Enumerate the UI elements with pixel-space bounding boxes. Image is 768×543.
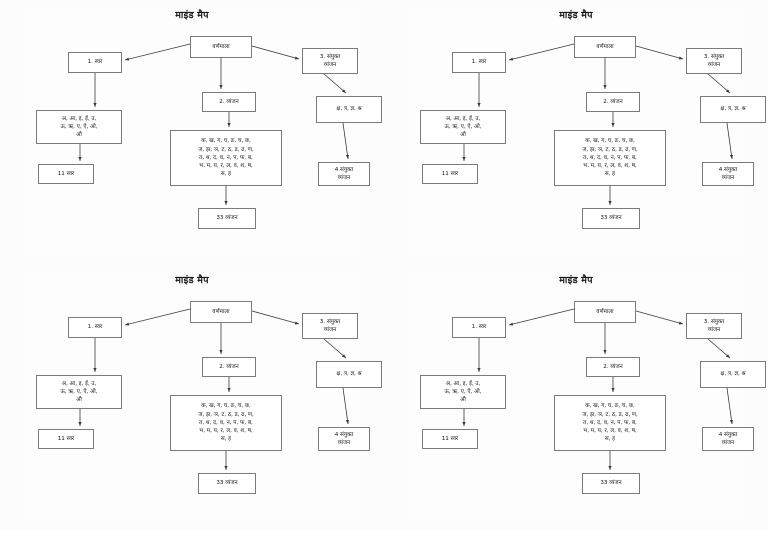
node-branch-2-label[interactable]: 2. व्यंजन — [202, 92, 256, 112]
panel-title: माइंड मैप — [175, 10, 209, 21]
node-branch-1-label[interactable]: 1. स्वर — [452, 317, 506, 338]
mind-map-diagram: वर्णमाला 1. स्वर अ, आ, इ, ई, उ, ऊ, ऋ, ए,… — [0, 0, 384, 265]
mind-map-panel: माइंड मैप — [0, 0, 384, 265]
node-branch-3-label[interactable]: 3. संयुक्त व्यंजन — [686, 48, 742, 74]
node-branch-2-count[interactable]: 33 व्यंजन — [582, 473, 640, 494]
node-branch-1-items[interactable]: अ, आ, इ, ई, उ, ऊ, ऋ, ए, ऐ, ओ, औ — [420, 375, 506, 409]
node-branch-2-items[interactable]: क, ख, ग, घ, ङ, च, छ, ज, झ, ञ, ट, ठ, ड, ढ… — [554, 130, 666, 186]
panel-title: माइंड मैप — [559, 10, 593, 21]
node-branch-2-label[interactable]: 2. व्यंजन — [586, 357, 640, 377]
node-branch-2-items[interactable]: क, ख, ग, घ, ङ, च, छ, ज, झ, ञ, ट, ठ, ड, ढ… — [170, 130, 282, 186]
node-branch-2-items[interactable]: क, ख, ग, घ, ङ, च, छ, ज, झ, ञ, ट, ठ, ड, ढ… — [554, 395, 666, 451]
node-branch-3-count[interactable]: 4 संयुक्त व्यंजन — [318, 427, 370, 451]
mind-map-panel: माइंड मैप वर्णमाला 1. स्वर अ, आ, इ, ई, उ… — [384, 265, 768, 530]
node-branch-1-count[interactable]: 11 स्वर — [38, 429, 94, 449]
node-branch-3-items[interactable]: क्ष, त्र, ज्ञ, श्र — [700, 361, 766, 388]
node-branch-3-count[interactable]: 4 संयुक्त व्यंजन — [702, 162, 754, 186]
node-branch-3-count[interactable]: 4 संयुक्त व्यंजन — [702, 427, 754, 451]
mind-map-diagram: वर्णमाला 1. स्वर अ, आ, इ, ई, उ, ऊ, ऋ, ए,… — [384, 265, 768, 530]
node-branch-3-items[interactable]: क्ष, त्र, ज्ञ, श्र — [700, 96, 766, 123]
mind-map-diagram: वर्णमाला 1. स्वर अ, आ, इ, ई, उ, ऊ, ऋ, ए,… — [0, 265, 384, 530]
node-branch-1-label[interactable]: 1. स्वर — [452, 52, 506, 73]
node-branch-1-label[interactable]: 1. स्वर — [68, 317, 122, 338]
node-branch-3-label[interactable]: 3. संयुक्त व्यंजन — [302, 48, 358, 74]
node-branch-3-label[interactable]: 3. संयुक्त व्यंजन — [686, 313, 742, 339]
node-root[interactable]: वर्णमाला — [190, 301, 252, 323]
node-root[interactable]: वर्णमाला — [574, 36, 636, 58]
node-branch-2-count[interactable]: 33 व्यंजन — [198, 473, 256, 494]
node-branch-1-items[interactable]: अ, आ, इ, ई, उ, ऊ, ऋ, ए, ऐ, ओ, औ — [36, 375, 122, 409]
node-branch-2-label[interactable]: 2. व्यंजन — [586, 92, 640, 112]
node-branch-2-count[interactable]: 33 व्यंजन — [198, 208, 256, 229]
panel-title: माइंड मैप — [175, 275, 209, 286]
node-branch-3-items[interactable]: क्ष, त्र, ज्ञ, श्र — [316, 96, 382, 123]
node-branch-2-label[interactable]: 2. व्यंजन — [202, 357, 256, 377]
node-branch-2-items[interactable]: क, ख, ग, घ, ङ, च, छ, ज, झ, ञ, ट, ठ, ड, ढ… — [170, 395, 282, 451]
node-branch-3-label[interactable]: 3. संयुक्त व्यंजन — [302, 313, 358, 339]
panel-title: माइंड मैप — [559, 275, 593, 286]
node-root[interactable]: वर्णमाला — [190, 36, 252, 58]
mind-map-panel: माइंड मैप वर्णमाला 1. स्वर अ, आ, इ, ई, उ… — [0, 265, 384, 530]
node-branch-1-label[interactable]: 1. स्वर — [68, 52, 122, 73]
node-branch-2-count[interactable]: 33 व्यंजन — [582, 208, 640, 229]
node-branch-3-count[interactable]: 4 संयुक्त व्यंजन — [318, 162, 370, 186]
node-branch-1-items[interactable]: अ, आ, इ, ई, उ, ऊ, ऋ, ए, ऐ, ओ, औ — [36, 110, 122, 144]
node-branch-1-count[interactable]: 11 स्वर — [38, 164, 94, 184]
node-root[interactable]: वर्णमाला — [574, 301, 636, 323]
mind-map-diagram: वर्णमाला 1. स्वर अ, आ, इ, ई, उ, ऊ, ऋ, ए,… — [384, 0, 768, 265]
node-branch-3-items[interactable]: क्ष, त्र, ज्ञ, श्र — [316, 361, 382, 388]
node-branch-1-count[interactable]: 11 स्वर — [422, 164, 478, 184]
node-branch-1-count[interactable]: 11 स्वर — [422, 429, 478, 449]
mind-map-panel: माइंड मैप वर्णमाला 1. स्वर अ, आ, इ, ई, उ… — [384, 0, 768, 265]
node-branch-1-items[interactable]: अ, आ, इ, ई, उ, ऊ, ऋ, ए, ऐ, ओ, औ — [420, 110, 506, 144]
